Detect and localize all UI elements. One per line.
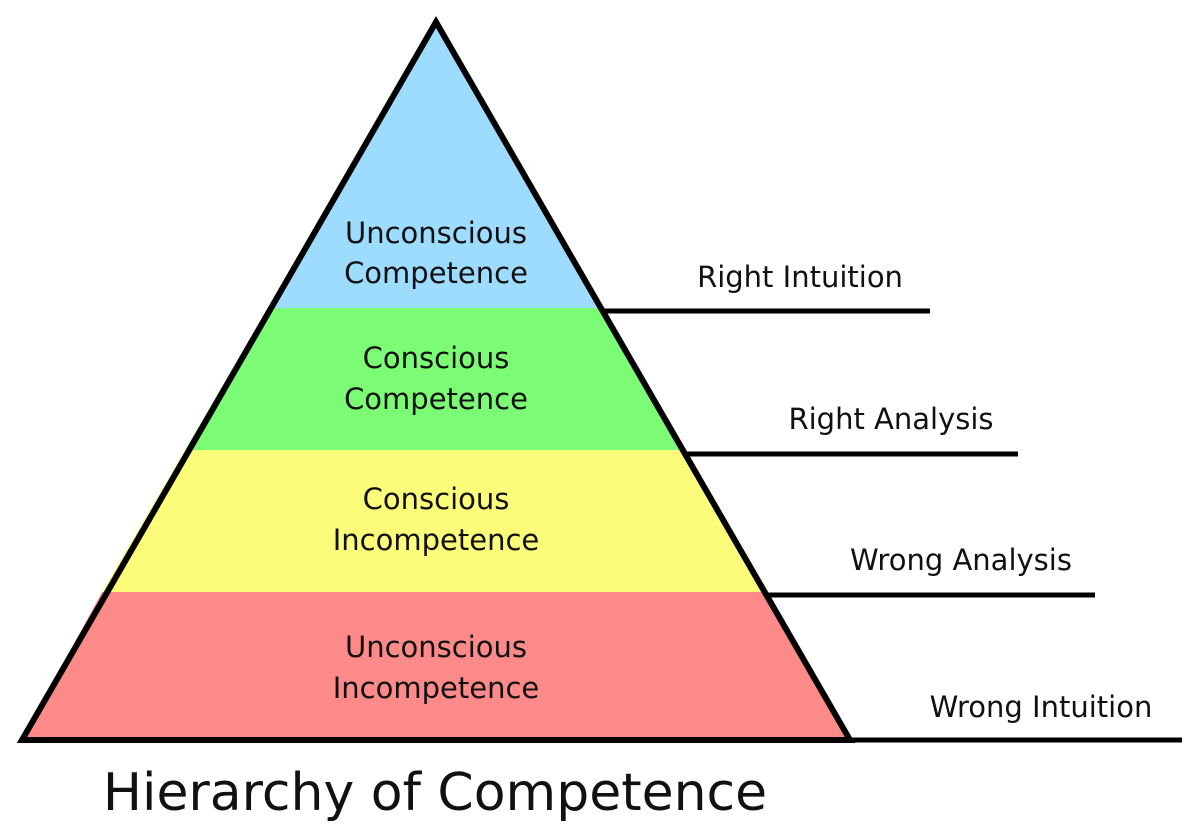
layer-label-line1: Unconscious (345, 216, 527, 250)
side-label-wrong-intuition: Wrong Intuition (930, 690, 1153, 724)
pyramid-band-unconscious-competence (268, 22, 603, 308)
layer-label-line2: Competence (344, 256, 528, 290)
side-label-right-intuition: Right Intuition (697, 260, 903, 294)
pyramid-outline (16, 15, 856, 743)
layer-label-line1: Unconscious (345, 630, 527, 664)
pyramid-band-conscious-incompetence (102, 450, 768, 592)
layer-label-line1: Conscious (363, 341, 510, 375)
side-label-wrong-analysis: Wrong Analysis (850, 543, 1072, 577)
pyramid-band-unconscious-incompetence (22, 592, 850, 740)
side-label-right-analysis: Right Analysis (788, 402, 993, 436)
layer-label-line1: Conscious (363, 482, 510, 516)
diagram-title: Hierarchy of Competence (103, 763, 767, 823)
layer-label-line2: Incompetence (333, 671, 540, 705)
pyramid-band-conscious-competence (185, 308, 686, 450)
layer-label-line2: Competence (344, 382, 528, 416)
layer-label-line2: Incompetence (333, 523, 540, 557)
